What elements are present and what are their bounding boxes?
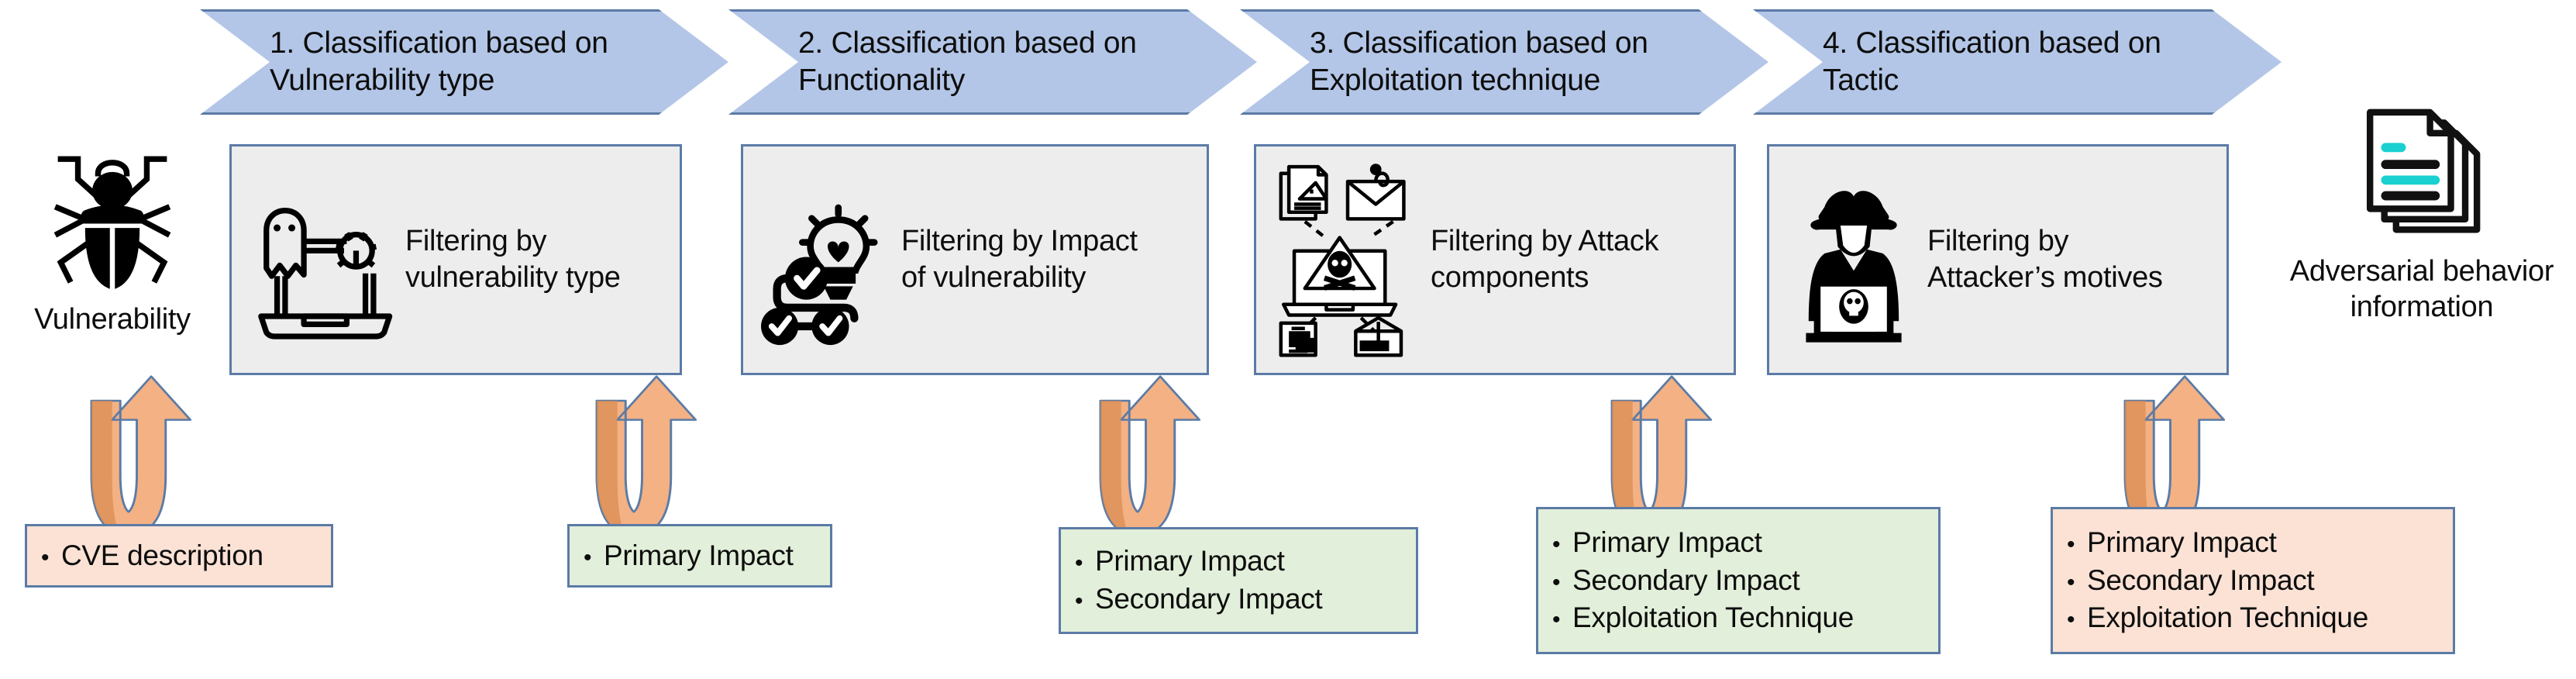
list-item: • Primary Impact: [2067, 524, 2442, 562]
bug-icon: [8, 136, 217, 302]
input-endpoint-label: Vulnerability: [34, 303, 191, 336]
bullet-glyph: •: [1075, 550, 1083, 577]
list-item: • Exploitation Technique: [1552, 599, 1927, 637]
filter-box-1-label: Filtering by vulnerability type: [405, 224, 621, 295]
bullet-glyph: •: [1552, 607, 1561, 633]
list-item: • Secondary Impact: [1075, 581, 1405, 619]
bullet-glyph: •: [1075, 588, 1083, 614]
filter-box-2-label: Filtering by Impact of vulnerability: [901, 224, 1138, 295]
ghost-bug-laptop-icon: [232, 177, 405, 343]
data-box-5-item-2: Secondary Impact: [2087, 564, 2315, 596]
data-box-4-item-3: Exploitation Technique: [1572, 601, 1854, 634]
stage-banner-4[interactable]: 4. Classification based on Tactic: [1753, 9, 2282, 115]
attack-components-icon: [1256, 163, 1431, 357]
data-box-2-item-1: Primary Impact: [604, 539, 794, 571]
data-box-4-item-1: Primary Impact: [1572, 526, 1762, 558]
feed-arrow-3: [1099, 375, 1201, 539]
bullet-glyph: •: [1552, 569, 1561, 595]
data-box-2[interactable]: • Primary Impact: [567, 524, 832, 588]
stage-banner-1[interactable]: 1. Classification based on Vulnerability…: [200, 9, 728, 115]
stage-banner-4-label: 4. Classification based on Tactic: [1823, 26, 2161, 97]
data-box-5-item-3: Exploitation Technique: [2087, 601, 2368, 634]
list-item: • CVE description: [41, 537, 320, 575]
filter-box-2[interactable]: Filtering by Impact of vulnerability: [741, 144, 1209, 375]
data-box-5[interactable]: • Primary Impact • Secondary Impact • Ex…: [2051, 507, 2455, 654]
list-item: • Primary Impact: [1552, 524, 1927, 562]
filter-box-1[interactable]: Filtering by vulnerability type: [229, 144, 682, 375]
documents-icon: [2271, 101, 2573, 254]
input-endpoint: Vulnerability: [8, 136, 217, 338]
stage-banner-2-label: 2. Classification based on Functionality: [798, 26, 1137, 97]
stage-banner-2[interactable]: 2. Classification based on Functionality: [728, 9, 1257, 115]
list-item: • Secondary Impact: [1552, 562, 1927, 600]
list-item: • Exploitation Technique: [2067, 599, 2442, 637]
data-box-3[interactable]: • Primary Impact • Secondary Impact: [1059, 527, 1418, 634]
output-endpoint: Adversarial behavior information: [2271, 101, 2573, 325]
bullet-glyph: •: [2067, 569, 2075, 595]
stage-banner-3[interactable]: 3. Classification based on Exploitation …: [1240, 9, 1768, 115]
list-item: • Secondary Impact: [2067, 562, 2442, 600]
filter-box-3[interactable]: Filtering by Attack components: [1254, 144, 1736, 375]
feed-arrow-2: [595, 375, 697, 539]
data-box-4[interactable]: • Primary Impact • Secondary Impact • Ex…: [1536, 507, 1941, 654]
list-item: • Primary Impact: [584, 537, 819, 575]
output-endpoint-label: Adversarial behavior information: [2289, 255, 2554, 323]
data-box-4-item-2: Secondary Impact: [1572, 564, 1800, 596]
data-box-3-item-2: Secondary Impact: [1095, 583, 1323, 615]
data-box-5-item-1: Primary Impact: [2087, 526, 2277, 558]
data-box-1[interactable]: • CVE description: [25, 524, 333, 588]
lightbulb-checklist-icon: [743, 182, 901, 346]
list-item: • Primary Impact: [1075, 543, 1405, 581]
filter-box-4[interactable]: Filtering by Attacker’s motives: [1767, 144, 2229, 375]
bullet-glyph: •: [2067, 607, 2075, 633]
filter-box-3-label: Filtering by Attack components: [1431, 224, 1659, 295]
stage-banner-1-label: 1. Classification based on Vulnerability…: [270, 26, 608, 97]
bullet-glyph: •: [1552, 531, 1561, 557]
data-box-1-item-1: CVE description: [61, 539, 263, 571]
filter-box-4-label: Filtering by Attacker’s motives: [1927, 224, 2163, 295]
bullet-glyph: •: [2067, 531, 2075, 557]
data-box-3-item-1: Primary Impact: [1095, 545, 1285, 577]
hacker-monitor-icon: [1769, 177, 1927, 343]
bullet-glyph: •: [41, 544, 50, 570]
stage-banner-3-label: 3. Classification based on Exploitation …: [1310, 26, 1648, 97]
feed-arrow-1: [90, 375, 192, 539]
bullet-glyph: •: [584, 544, 592, 570]
